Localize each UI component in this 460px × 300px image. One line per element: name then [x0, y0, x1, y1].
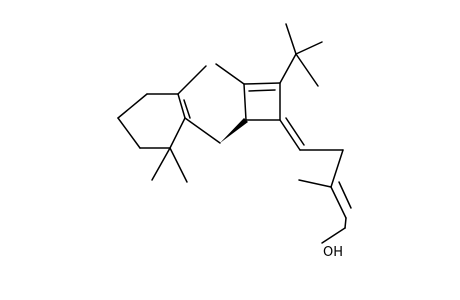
tert-butyl-group [279, 23, 323, 87]
bond-cb2-cb3 [243, 82, 281, 85]
tbu-bond-a [285, 23, 297, 55]
bond-c6-c1 [117, 93, 148, 119]
tbu-bond-c [295, 53, 319, 87]
chain-bond-c [330, 186, 347, 219]
chain-bond-e [321, 227, 346, 244]
chain-bond-d [344, 217, 347, 229]
bond-c2-c3 [177, 93, 186, 119]
methyl-bond-chain [298, 179, 332, 188]
bond-c3-c4 [169, 117, 186, 149]
methyl-bond-cyclobutene [215, 63, 245, 85]
exocyclic-bond-double [285, 117, 305, 146]
chain-bond-b [330, 149, 344, 188]
gem-methyl-bond-a [151, 147, 171, 181]
bond-cb1-cb2 [243, 83, 247, 121]
gem-methyl-bond-b [169, 147, 188, 183]
exocyclic-bond [279, 119, 301, 151]
hydroxyl-label: OH [323, 245, 343, 260]
bond-c5-c6 [117, 117, 141, 149]
cyclohexene-ring [117, 65, 207, 183]
bond-c2-c3-double [183, 99, 191, 119]
diene-chain [279, 117, 352, 244]
methylene-bond-a [184, 117, 221, 144]
tbu-bond-root [279, 53, 297, 84]
tbu-bond-b [295, 41, 323, 55]
methyl-bond-ring-top [177, 65, 207, 95]
cyclobutene-ring [215, 63, 281, 121]
bond-cb2-cb3-double [248, 89, 276, 92]
stereo-wedge-bond [220, 118, 248, 143]
chain-bond-c-double [338, 181, 352, 209]
